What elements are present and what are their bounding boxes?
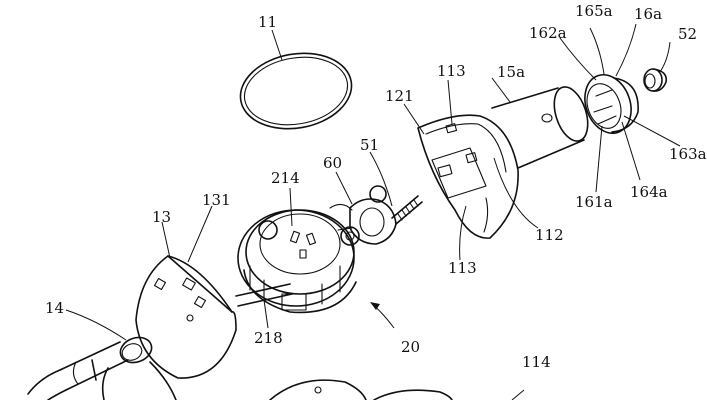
part-14-cable-grommet	[27, 336, 177, 400]
label-60: 60	[323, 154, 342, 172]
label-113-top: 113	[437, 62, 466, 80]
label-218: 218	[254, 329, 283, 347]
part-114-bottom-discs	[269, 379, 525, 400]
label-20: 20	[401, 338, 420, 356]
label-113-bottom: 113	[448, 259, 477, 277]
label-165a: 165a	[575, 2, 613, 20]
part-12-front-shell	[417, 114, 519, 239]
label-16a: 16a	[634, 5, 662, 23]
part-20-socket-module	[237, 209, 360, 314]
part-52-cap	[643, 68, 668, 92]
label-162a: 162a	[529, 24, 567, 42]
label-15a: 15a	[497, 63, 525, 81]
part-13-rear-shell	[135, 255, 293, 379]
label-114: 114	[522, 353, 551, 371]
label-14: 14	[45, 299, 64, 317]
label-131: 131	[202, 191, 231, 209]
part-51-threaded-stud	[329, 185, 423, 245]
leader-lines	[65, 23, 681, 341]
label-11: 11	[258, 13, 277, 31]
label-214: 214	[271, 169, 300, 187]
label-163a: 163a	[669, 145, 707, 163]
label-51: 51	[360, 136, 379, 154]
label-161a: 161a	[575, 193, 613, 211]
part-16a-ring	[584, 74, 639, 134]
label-112: 112	[535, 226, 564, 244]
label-121: 121	[385, 87, 414, 105]
label-52: 52	[678, 25, 697, 43]
part-15a-tube	[491, 86, 589, 169]
reference-labels: 11 165a 16a 52 162a 15a 113 121 163a 161…	[45, 2, 707, 371]
label-164a: 164a	[630, 183, 668, 201]
label-13: 13	[152, 208, 171, 226]
part-11-disc	[239, 52, 353, 130]
